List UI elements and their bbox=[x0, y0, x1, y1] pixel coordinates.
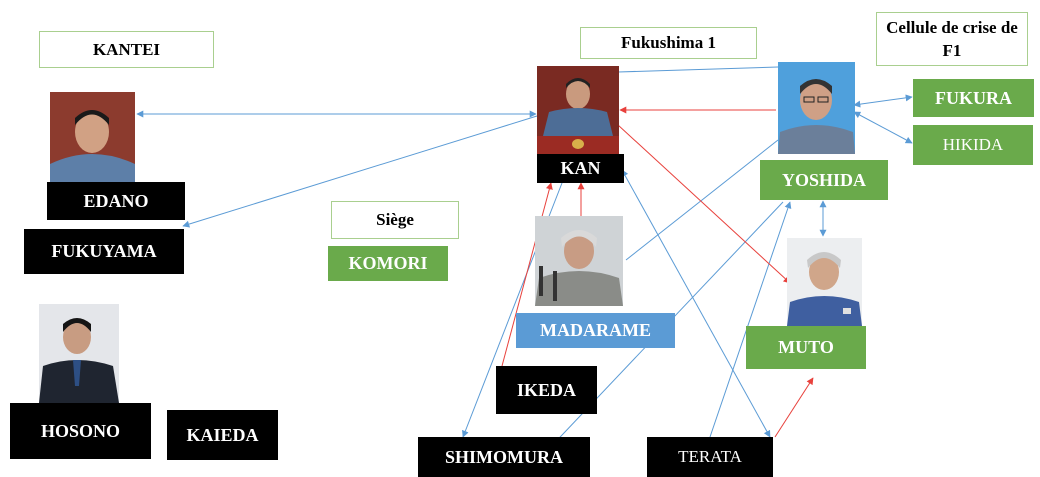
person-fukura: FUKURA bbox=[913, 79, 1034, 117]
kan-photo bbox=[537, 66, 619, 154]
hosono-photo bbox=[39, 304, 119, 403]
person-muto: MUTO bbox=[746, 326, 866, 369]
person-hosono: HOSONO bbox=[10, 403, 151, 459]
edano-photo bbox=[50, 92, 135, 184]
muto-photo bbox=[787, 238, 862, 326]
person-kan: KAN bbox=[537, 154, 624, 183]
portrait-photo-icon bbox=[50, 92, 135, 184]
portrait-photo-icon bbox=[39, 304, 119, 403]
yoshida-photo bbox=[778, 62, 855, 154]
person-fukuyama: FUKUYAMA bbox=[24, 229, 184, 274]
portrait-photo-icon bbox=[537, 66, 619, 154]
edge-yoshida-fukura bbox=[853, 94, 913, 108]
kantei-label: KANTEI bbox=[39, 31, 214, 68]
portrait-photo-icon bbox=[778, 62, 855, 154]
person-edano: EDANO bbox=[47, 182, 185, 220]
edge-fukuyama-kan bbox=[182, 115, 538, 228]
person-kaieda: KAIEDA bbox=[167, 410, 278, 460]
person-shimomura: SHIMOMURA bbox=[418, 437, 590, 477]
edge-terata-muto bbox=[774, 377, 814, 438]
edge-terata-yoshida bbox=[709, 201, 792, 438]
portrait-photo-icon bbox=[787, 238, 862, 326]
person-ikeda: IKEDA bbox=[496, 366, 597, 414]
person-hikida: HIKIDA bbox=[913, 125, 1033, 165]
edge-yoshida-hikida bbox=[853, 111, 913, 144]
edge-madarame-yoshida bbox=[625, 139, 779, 261]
person-yoshida: YOSHIDA bbox=[760, 160, 888, 200]
edge-kan-muto bbox=[617, 124, 791, 284]
edge-kan-yoshida bbox=[617, 66, 779, 73]
person-terata: TERATA bbox=[647, 437, 773, 477]
edge-ikeda-kan bbox=[501, 182, 553, 367]
cellule-label: Cellule de crise de F1 bbox=[876, 12, 1028, 66]
person-madarame: MADARAME bbox=[516, 313, 675, 348]
edge-kan-terata bbox=[621, 169, 771, 438]
siege-label: Siège bbox=[331, 201, 459, 239]
person-komori: KOMORI bbox=[328, 246, 448, 281]
madarame-photo bbox=[535, 216, 623, 306]
portrait-photo-icon bbox=[535, 216, 623, 306]
fukushima-label: Fukushima 1 bbox=[580, 27, 757, 59]
